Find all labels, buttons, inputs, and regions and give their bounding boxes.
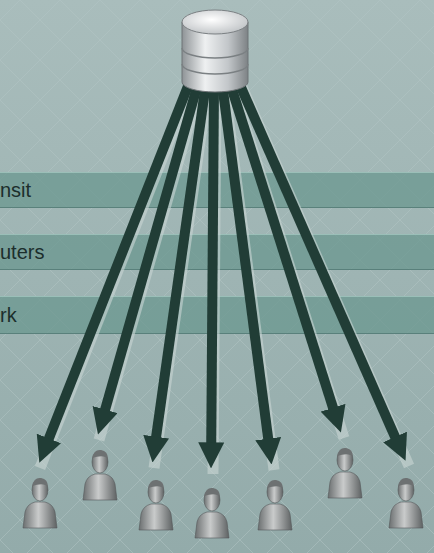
database-cylinder <box>182 10 248 92</box>
label-band: nsit <box>0 172 434 208</box>
broadcast-arrow <box>43 76 192 453</box>
broadcast-arrow <box>229 80 338 423</box>
user-figure <box>195 488 229 538</box>
band-label: uters <box>0 241 44 264</box>
user-figures <box>23 448 423 538</box>
arrow-shadow <box>154 85 208 468</box>
arrow-fan <box>40 76 409 474</box>
broadcast-arrow <box>222 83 270 454</box>
user-figure <box>23 478 57 528</box>
arrow-shadow <box>238 78 409 466</box>
arrow-shadow <box>231 82 344 438</box>
band-label: rk <box>0 304 17 327</box>
broadcast-arrow <box>211 84 214 458</box>
user-figure <box>139 480 173 530</box>
band-label: nsit <box>0 179 31 202</box>
user-figure <box>328 448 362 498</box>
arrow-shadow <box>224 85 274 470</box>
arrow-shadow <box>99 82 201 440</box>
broadcast-arrow <box>154 83 206 452</box>
user-figure <box>389 478 423 528</box>
user-figure <box>258 480 292 530</box>
broadcast-arrow <box>101 80 199 425</box>
label-band: rk <box>0 296 434 334</box>
broadcast-arrow <box>236 76 401 451</box>
label-band: uters <box>0 234 434 270</box>
arrow-shadow <box>40 78 194 468</box>
user-figure <box>83 450 117 500</box>
arrow-shadow <box>213 86 216 474</box>
